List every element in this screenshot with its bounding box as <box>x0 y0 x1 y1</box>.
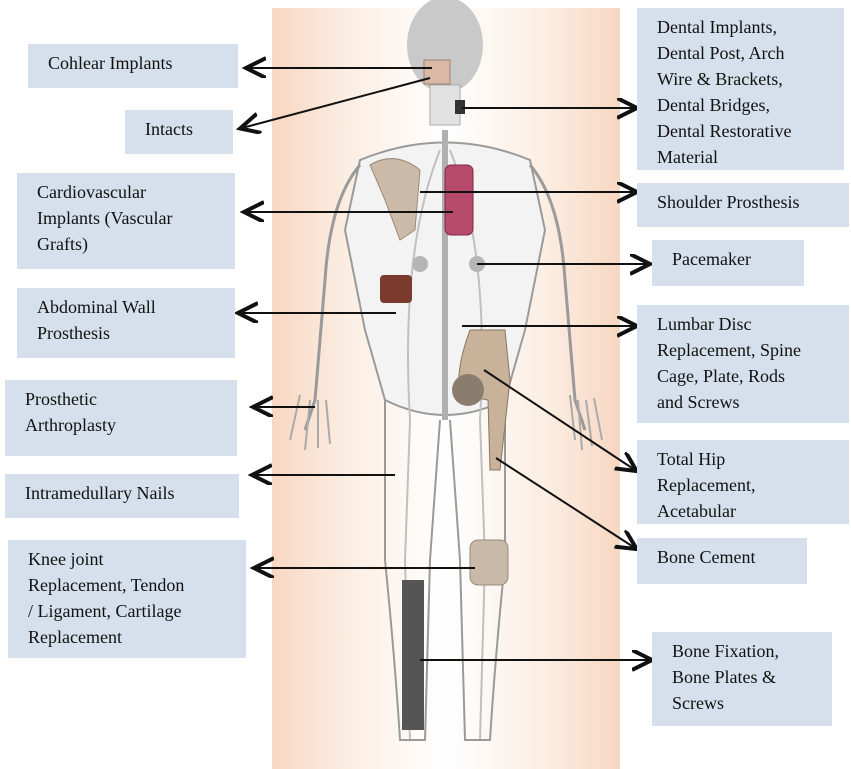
label-intramedullary-nails: Intramedullary Nails <box>5 474 239 518</box>
pacemaker-device <box>469 256 485 272</box>
label-intacts: Intacts <box>125 110 233 154</box>
abdominal-patch <box>380 275 412 303</box>
cochlear-implant <box>424 60 450 84</box>
tibia-rod <box>402 580 424 730</box>
left-hand <box>290 395 330 450</box>
dental-implant <box>455 100 465 114</box>
label-lumbar-disc-replacement: Lumbar Disc Replacement, Spine Cage, Pla… <box>637 305 849 423</box>
label-bone-cement: Bone Cement <box>637 538 807 584</box>
label-dental-implants: Dental Implants, Dental Post, Arch Wire … <box>637 8 844 170</box>
label-bone-fixation: Bone Fixation, Bone Plates & Screws <box>652 632 832 726</box>
label-cardiovascular-implants: Cardiovascular Implants (Vascular Grafts… <box>17 173 235 269</box>
label-cochlear-implants: Cohlear Implants <box>28 44 238 88</box>
hip-ball <box>452 374 484 406</box>
label-shoulder-prosthesis: Shoulder Prosthesis <box>637 183 849 227</box>
label-total-hip-replacement: Total Hip Replacement, Acetabular <box>637 440 849 524</box>
label-knee-joint-replacement: Knee joint Replacement, Tendon / Ligamen… <box>8 540 246 658</box>
knee-implant <box>470 540 508 585</box>
pacemaker-device-2 <box>412 256 428 272</box>
label-abdominal-wall-prosthesis: Abdominal Wall Prosthesis <box>17 288 235 358</box>
heart-device <box>445 165 473 235</box>
label-prosthetic-arthroplasty: Prosthetic Arthroplasty <box>5 380 237 456</box>
label-pacemaker: Pacemaker <box>652 240 804 286</box>
